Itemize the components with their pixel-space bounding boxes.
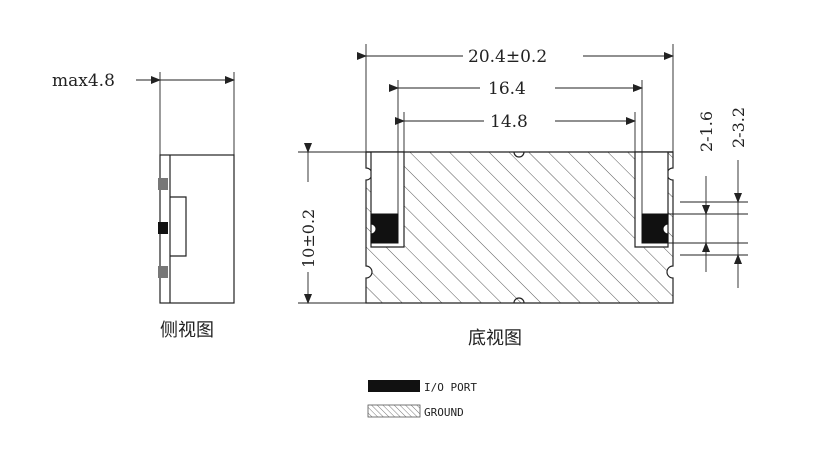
- io-port-left: [370, 213, 399, 244]
- bottom-view: 20.4±0.2 16.4 14.8 10±0.2 2-1.6: [298, 44, 748, 349]
- side-view: max4.8 侧视图: [52, 71, 235, 341]
- side-pad-ground-bottom: [158, 266, 168, 278]
- dim-total-width: 20.4±0.2: [468, 47, 547, 67]
- legend-io-port-swatch: [368, 380, 420, 392]
- legend-io-port-label: I/O PORT: [424, 381, 477, 394]
- dim-pad-1: 2-1.6: [697, 111, 716, 152]
- io-port-right: [641, 213, 669, 244]
- bottom-view-caption: 底视图: [468, 328, 522, 349]
- legend: I/O PORT GROUND: [367, 380, 477, 419]
- side-pad-io: [158, 222, 168, 234]
- side-pad-ground-top: [158, 178, 168, 190]
- legend-ground-swatch: [367, 404, 421, 418]
- dim-inner-width-2: 14.8: [490, 112, 528, 132]
- ground-body: [365, 151, 674, 304]
- legend-ground-label: GROUND: [424, 406, 464, 419]
- dim-inner-width-1: 16.4: [488, 79, 526, 99]
- dim-height: 10±0.2: [299, 209, 318, 268]
- side-view-caption: 侧视图: [160, 320, 214, 341]
- side-max-label: max4.8: [52, 71, 115, 91]
- dim-pad-2: 2-3.2: [729, 107, 748, 148]
